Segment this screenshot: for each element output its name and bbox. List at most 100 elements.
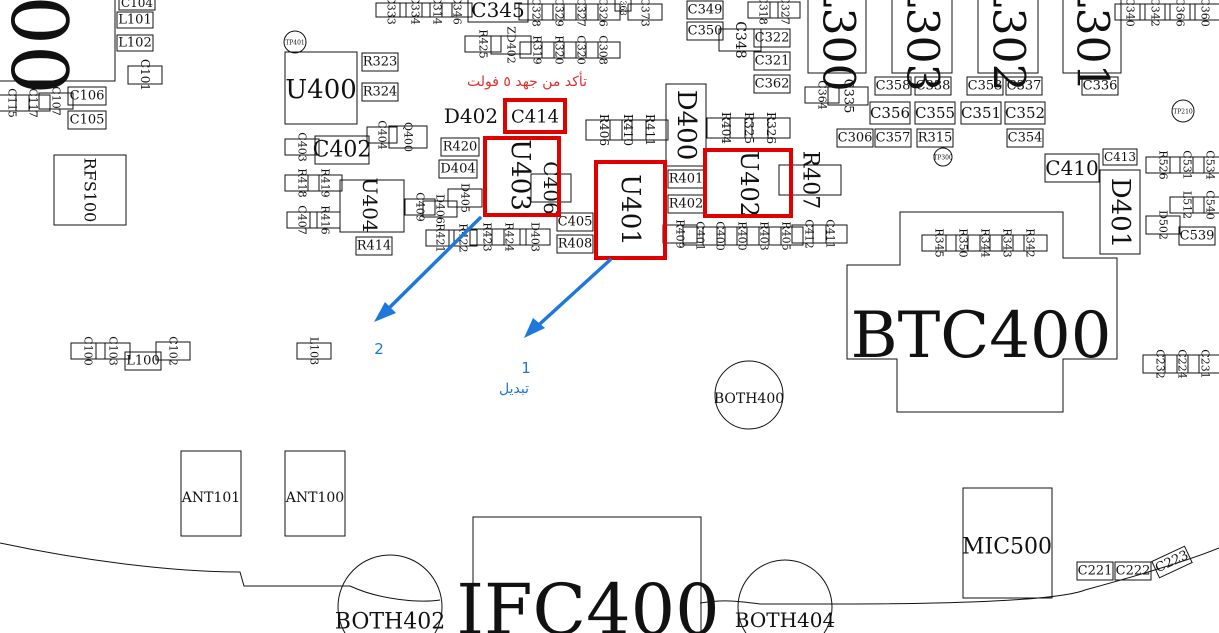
component-r416-box xyxy=(309,211,341,229)
component-r422: R422 xyxy=(448,223,478,253)
component-c352: C352 xyxy=(1004,101,1046,125)
component-r410-label: R410 xyxy=(621,114,635,146)
component-c409-box xyxy=(404,198,436,216)
component-r425-box xyxy=(464,35,502,53)
component-r325: R325 xyxy=(729,112,769,144)
component-c355-box xyxy=(914,101,956,125)
component-r526-box xyxy=(1145,156,1181,174)
component-c101-box xyxy=(127,65,163,85)
component-r315-label: R315 xyxy=(918,131,953,146)
component-c349: C349 xyxy=(686,0,724,20)
component-r408-label: R408 xyxy=(558,237,593,252)
component-c540-label: C540 xyxy=(1204,190,1217,219)
component-c412: C412 xyxy=(791,219,827,249)
component-r418-box xyxy=(284,174,320,192)
component-c107-box xyxy=(38,92,74,110)
component-d406: D406 xyxy=(422,194,458,224)
component-c327b: C327 xyxy=(769,0,801,25)
component-c364-box xyxy=(804,86,840,104)
component-c222: C222 xyxy=(1114,561,1152,581)
component-c340-label: C340 xyxy=(1124,0,1137,27)
u400-outline xyxy=(284,51,358,125)
component-ant100-label: ANT100 xyxy=(285,490,344,506)
component-r423: R423 xyxy=(469,222,505,252)
component-c401-box xyxy=(682,226,718,246)
component-r411-box xyxy=(631,119,669,141)
component-r421: R421 xyxy=(425,223,455,253)
component-l103: L103 xyxy=(296,337,332,365)
component-r419-label: R419 xyxy=(319,168,332,197)
component-r411: R411 xyxy=(631,114,669,146)
component-r424-label: R424 xyxy=(503,222,516,251)
component-l303-label: L303 xyxy=(897,0,948,92)
component-r343: R343 xyxy=(989,228,1025,258)
component-c407: C407 xyxy=(286,205,318,235)
component-c348-label: C348 xyxy=(732,21,748,58)
component-c224: C224 xyxy=(1164,349,1200,379)
component-l102: L102 xyxy=(116,34,154,52)
component-c353-label: C353 xyxy=(968,79,1003,94)
component-l100: L100 xyxy=(124,351,162,371)
component-r423-label: R423 xyxy=(481,222,494,251)
component-c328-box xyxy=(518,3,554,21)
component-c321-label: C321 xyxy=(755,54,790,69)
component-c115: C115 xyxy=(0,88,30,118)
component-zd402-label: ZD402 xyxy=(505,26,518,63)
component-ant100: ANT100 xyxy=(285,490,344,506)
component-c351: C351 xyxy=(960,101,1002,125)
component-c403-box xyxy=(284,138,320,156)
component-c326: C326 xyxy=(585,0,621,27)
component-r406-label: R406 xyxy=(597,114,611,146)
component-c322-label: C322 xyxy=(755,31,790,46)
component-u400: U400 xyxy=(285,75,357,105)
component-c105: C105 xyxy=(67,110,107,130)
component-both404: BOTH404 xyxy=(735,608,835,632)
component-c352-label: C352 xyxy=(1005,104,1045,122)
component-r344-label: R344 xyxy=(979,228,992,257)
component-c534-box xyxy=(1192,156,1219,174)
both404-outline xyxy=(737,559,833,633)
component-c406-box xyxy=(530,173,572,203)
component-r325-label: R325 xyxy=(742,112,756,144)
component-r410-box xyxy=(609,119,647,141)
component-d402-label: D402 xyxy=(444,104,498,128)
component-c411-box xyxy=(812,224,848,244)
component-c412-box xyxy=(791,224,827,244)
component-r324-box xyxy=(361,82,399,102)
component-c346-label: C346 xyxy=(451,0,464,25)
component-c405-box xyxy=(556,212,594,232)
component-c336-box xyxy=(1081,76,1119,96)
component-r410: R410 xyxy=(609,114,647,146)
component-c346: C346 xyxy=(441,0,473,25)
component-r419: R419 xyxy=(307,168,343,198)
component-u401-label: U401 xyxy=(615,174,645,246)
component-c334-box xyxy=(399,2,431,18)
component-c320-label: C320 xyxy=(575,35,588,64)
component-c337-label: C337 xyxy=(1007,79,1042,94)
component-r400: R400 xyxy=(724,221,760,251)
component-c373: C373 xyxy=(627,0,663,27)
component-c407-box xyxy=(286,211,318,229)
component-c404-label: C404 xyxy=(376,120,389,149)
component-c102-label: C102 xyxy=(167,336,180,365)
component-tp210-label: TP210 xyxy=(1173,109,1193,116)
component-c105-label: C105 xyxy=(70,113,105,128)
component-c531-box xyxy=(1169,156,1205,174)
component-c115-label: C115 xyxy=(6,88,19,117)
component-c333: C333 xyxy=(375,0,407,25)
component-c223: C223 xyxy=(1151,545,1193,579)
component-ant101: ANT101 xyxy=(181,490,240,506)
component-c334-label: C334 xyxy=(409,0,422,25)
component-c100-box xyxy=(70,342,106,360)
component-cut-left-big: 00 xyxy=(0,0,83,95)
component-tp300-label: TP300 xyxy=(933,155,953,162)
component-c308-label: C308 xyxy=(597,35,610,64)
component-r345: R345 xyxy=(921,228,957,258)
component-c373-box xyxy=(627,3,663,21)
component-q400-box xyxy=(388,125,428,149)
component-l103-box xyxy=(296,342,332,360)
component-l101: L101 xyxy=(116,11,154,29)
l301-outline xyxy=(1062,0,1122,74)
component-both402: BOTH402 xyxy=(335,610,445,633)
l300-outline xyxy=(807,0,867,74)
